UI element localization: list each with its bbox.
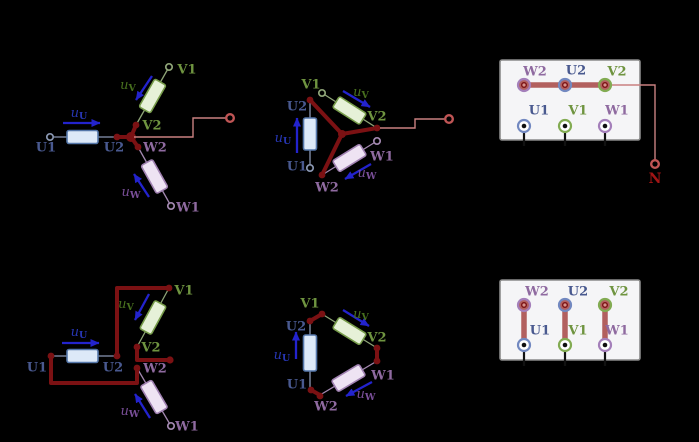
winding-v <box>138 78 167 114</box>
label-voltage-v: uV <box>120 77 136 94</box>
neutral-terminal <box>650 158 661 169</box>
winding-u <box>302 334 318 372</box>
neutral-lead-wire <box>380 118 445 129</box>
label-w1: W1 <box>175 419 199 435</box>
label-v1: V1 <box>177 62 197 78</box>
label-voltage-w: uW <box>357 165 377 182</box>
label-voltage-u: uU <box>70 324 88 341</box>
label-w1: W1 <box>371 368 395 384</box>
board-label-w2: W2 <box>525 284 549 300</box>
line-terminal <box>224 112 235 123</box>
star-terminal-board <box>499 59 661 169</box>
label-u1: U1 <box>26 360 48 376</box>
delta-terminal-board <box>499 279 641 366</box>
top-terminals <box>516 297 613 313</box>
label-v1: V1 <box>174 283 194 299</box>
terminal-u1 <box>45 132 55 142</box>
winding-w <box>140 379 168 415</box>
neutral-label: N <box>648 171 662 187</box>
label-u1: U1 <box>35 140 57 156</box>
label-voltage-w: uW <box>121 184 141 201</box>
winding-w <box>140 159 169 194</box>
board-label-u2: U2 <box>567 284 589 300</box>
label-v1: V1 <box>300 296 320 312</box>
voltage-arrows <box>62 293 151 419</box>
board-label-v1: V1 <box>568 323 588 339</box>
winding-v <box>332 317 367 345</box>
terminal-v1 <box>317 88 327 98</box>
label-u1: U1 <box>286 159 308 175</box>
winding-u <box>66 129 99 145</box>
label-voltage-u: uU <box>274 130 292 147</box>
voltage-arrows <box>292 309 373 398</box>
label-voltage-v: uV <box>353 306 369 323</box>
bottom-terminals <box>516 118 613 146</box>
board-label-u1: U1 <box>528 103 550 119</box>
star-unrolled-diagram <box>45 62 235 211</box>
label-u2: U2 <box>103 140 125 156</box>
label-w1: W1 <box>176 200 200 216</box>
label-voltage-w: uW <box>356 386 376 403</box>
delta-unrolled-diagram <box>47 284 176 431</box>
board-label-u1: U1 <box>529 323 551 339</box>
voltage-arrows <box>63 75 153 198</box>
label-u1: U1 <box>286 377 308 393</box>
label-v2: V2 <box>141 340 161 356</box>
terminal-u1 <box>305 163 315 173</box>
star-point <box>338 130 346 138</box>
label-v1: V1 <box>301 77 321 93</box>
label-w2: W2 <box>143 140 167 156</box>
bottom-terminals <box>516 337 613 366</box>
winding-v <box>139 300 167 335</box>
terminal-v1 <box>164 62 174 72</box>
label-voltage-v: uV <box>118 296 134 313</box>
delta-links <box>49 286 171 385</box>
board-label-w1: W1 <box>605 103 629 119</box>
neutral-lead-wire <box>134 117 226 138</box>
label-v2: V2 <box>367 109 387 125</box>
label-u2: U2 <box>102 360 124 376</box>
label-w2: W2 <box>315 180 339 196</box>
board-label-w1: W1 <box>605 323 629 339</box>
label-voltage-u: uU <box>273 347 291 364</box>
label-voltage-u: uU <box>70 105 88 122</box>
label-u2: U2 <box>285 319 307 335</box>
board-label-v1: V1 <box>568 103 588 119</box>
board-label-v2: V2 <box>609 284 629 300</box>
label-v2: V2 <box>142 118 162 134</box>
winding-v <box>332 96 367 125</box>
star-point-links <box>308 98 379 177</box>
terminal-w1 <box>372 136 382 146</box>
label-u2: U2 <box>286 99 308 115</box>
star-y-diagram <box>293 88 455 180</box>
star-point <box>126 132 136 142</box>
board-label-w2: W2 <box>523 64 547 80</box>
neutral-wire <box>610 84 656 160</box>
top-terminals <box>516 77 613 93</box>
terminal-w1 <box>166 201 176 211</box>
board-label-v2: V2 <box>607 64 627 80</box>
board-label-u2: U2 <box>565 63 587 79</box>
winding-u <box>302 117 318 151</box>
label-voltage-w: uW <box>120 403 140 420</box>
winding-w <box>331 364 366 392</box>
label-w2: W2 <box>314 399 338 415</box>
label-w1: W1 <box>370 149 394 165</box>
label-v2: V2 <box>367 330 387 346</box>
line-stub-terminal <box>166 356 174 364</box>
label-w2: W2 <box>143 361 167 377</box>
winding-u <box>66 348 99 364</box>
line-terminal <box>444 113 455 124</box>
delta-triangle-diagram <box>292 309 381 400</box>
voltage-arrows <box>293 90 372 180</box>
terminal-w1 <box>166 421 176 431</box>
label-voltage-v: uV <box>353 84 369 101</box>
winding-w <box>332 144 367 172</box>
